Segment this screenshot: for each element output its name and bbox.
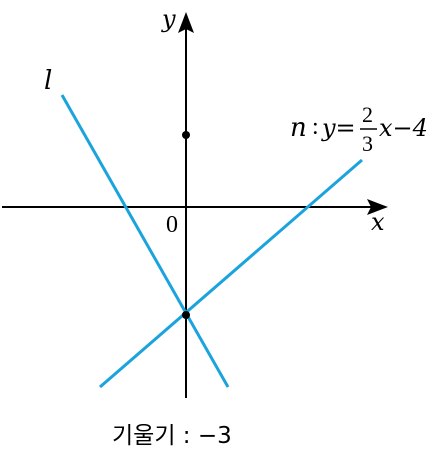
y-axis	[178, 12, 194, 398]
slope-caption: 기울기 : −3	[112, 423, 232, 449]
fraction-numerator: 2	[362, 102, 373, 127]
point-on-y-axis	[182, 131, 190, 139]
line-n-equation-prefix: y=	[321, 114, 356, 142]
x-axis-label: x	[371, 208, 385, 236]
line-n-equation: n : y= 2 3 x−4	[290, 102, 428, 156]
line-n-name: n	[290, 113, 307, 143]
origin-label: 0	[166, 212, 178, 238]
x-axis	[2, 199, 388, 215]
line-n	[99, 158, 363, 389]
intersection-point	[182, 311, 190, 319]
line-n-equation-suffix: x−4	[379, 114, 428, 142]
y-axis-label: y	[161, 5, 176, 33]
line-l-label: l	[44, 66, 52, 96]
line-l	[60, 94, 230, 388]
line-n-colon: :	[312, 114, 319, 140]
fraction-denominator: 3	[362, 131, 373, 156]
